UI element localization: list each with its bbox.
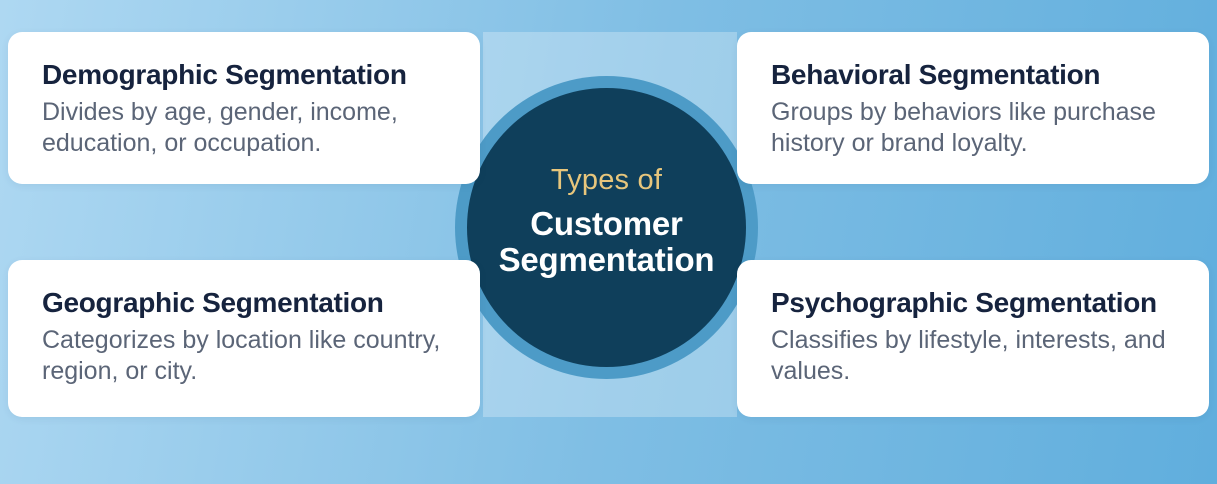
card-description-demographic: Divides by age, gender, income, educatio… <box>42 98 398 157</box>
card-demographic-segmentation: Demographic Segmentation Divides by age,… <box>8 32 480 184</box>
center-title-line1: Customer <box>530 204 683 242</box>
center-title-line2: Segmentation <box>498 240 715 278</box>
card-title-psychographic: Psychographic Segmentation <box>771 287 1157 318</box>
card-description-geographic: Categorizes by location like country, re… <box>42 326 441 385</box>
card-geographic-segmentation: Geographic Segmentation Categorizes by l… <box>8 260 480 417</box>
center-circle-ring: Types of Customer Segmentation <box>455 76 758 379</box>
card-behavioral-segmentation: Behavioral Segmentation Groups by behavi… <box>737 32 1209 184</box>
center-circle: Types of Customer Segmentation <box>467 88 746 367</box>
card-title-behavioral: Behavioral Segmentation <box>771 59 1101 90</box>
center-kicker: Types of <box>550 163 663 196</box>
card-psychographic-segmentation: Psychographic Segmentation Classifies by… <box>737 260 1209 417</box>
center-text-block: Types of Customer Segmentation <box>499 164 715 278</box>
card-title-demographic: Demographic Segmentation <box>42 59 407 90</box>
card-title-geographic: Geographic Segmentation <box>42 287 384 318</box>
card-description-psychographic: Classifies by lifestyle, interests, and … <box>771 326 1166 385</box>
card-description-behavioral: Groups by behaviors like purchase histor… <box>771 98 1156 157</box>
